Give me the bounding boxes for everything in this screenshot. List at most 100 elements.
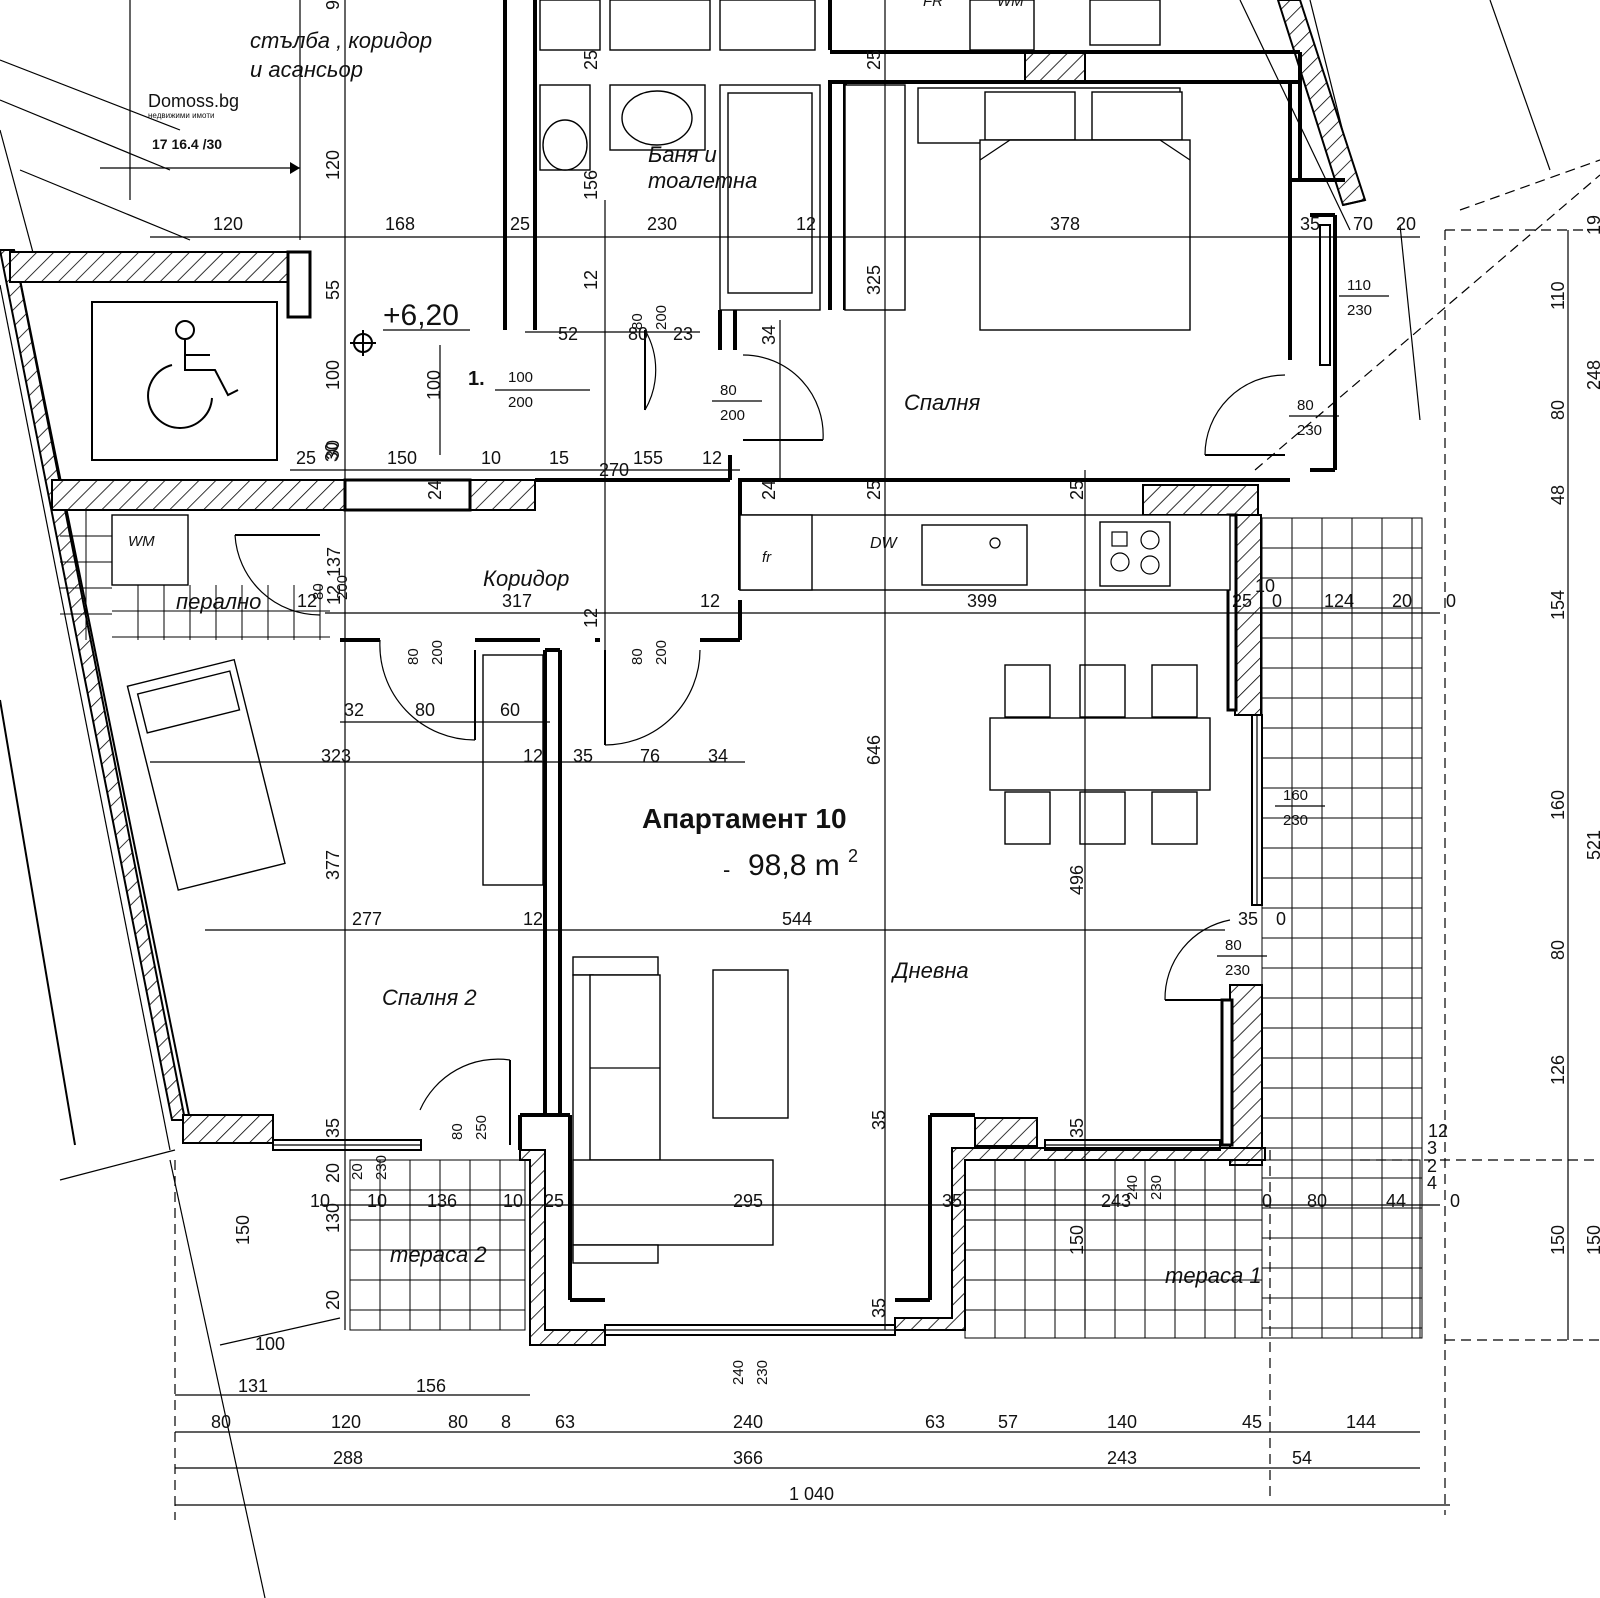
opening-height-11: 230	[754, 1360, 771, 1385]
dim-h-71: 54	[1292, 1448, 1312, 1468]
marker-height: 200	[508, 394, 533, 411]
dim-v-10: 25	[581, 50, 601, 70]
header-note-line1: стълба , коридор	[250, 28, 432, 53]
dim-h-18: 12	[702, 448, 722, 468]
dim-h-29: 32	[344, 700, 364, 720]
dim-v-18: 12	[324, 585, 344, 605]
opening-height-6: 200	[334, 575, 351, 600]
dimension-lines	[100, 0, 1600, 1520]
dim-h-5: 378	[1050, 214, 1080, 234]
dim-h-57: 80	[211, 1412, 231, 1432]
dim-v-4: 100	[424, 370, 444, 400]
room-living: Дневна	[890, 958, 969, 983]
dim-h-31: 60	[500, 700, 520, 720]
dim-v-24: 35	[1067, 1118, 1087, 1138]
terrace-grid	[349, 517, 1423, 1339]
dim-h-15: 15	[549, 448, 569, 468]
dim-v-20: 646	[864, 735, 884, 765]
area-dash: -	[723, 857, 730, 882]
room-corridor: Коридор	[483, 566, 569, 591]
dim-h-66: 45	[1242, 1412, 1262, 1432]
dim-v-34: 80	[1548, 400, 1568, 420]
dim-h-41: 0	[1276, 909, 1286, 929]
hob-icon	[1110, 530, 1160, 575]
dim-h-75: 2	[1427, 1156, 1437, 1176]
dim-h-56: 156	[416, 1376, 446, 1396]
opening-width-4: 80	[405, 648, 422, 665]
dim-v-35: 48	[1548, 485, 1568, 505]
dim-h-2: 25	[510, 214, 530, 234]
dim-h-47: 295	[733, 1191, 763, 1211]
opening-width-11: 240	[730, 1360, 747, 1385]
dim-h-33: 12	[523, 746, 543, 766]
apartment-area-exp: 2	[848, 846, 858, 866]
dim-v-37: 160	[1548, 790, 1568, 820]
header-note-line2: и асансьор	[250, 57, 363, 82]
windows	[272, 224, 1331, 1336]
room-bedroom: Спалня	[904, 390, 980, 415]
appliance-wm: WM	[128, 533, 155, 550]
appliance-fr-top: FR	[923, 0, 943, 10]
marker-width: 100	[508, 369, 533, 386]
opening-width-10: 20	[349, 1163, 366, 1180]
sink-icon	[989, 537, 1001, 549]
opening-height-0: 200	[720, 407, 745, 424]
opening-height-1: 200	[653, 305, 670, 330]
dim-v-6: 24	[425, 480, 445, 500]
dim-h-55: 131	[238, 1376, 268, 1396]
dim-v-11: 156	[581, 170, 601, 200]
opening-width-2: 80	[1297, 397, 1314, 414]
dim-v-30: 150	[233, 1215, 253, 1245]
dim-h-21: 12	[700, 591, 720, 611]
dim-v-23: 35	[323, 1118, 343, 1138]
dim-h-28: 10	[1255, 576, 1275, 596]
walls	[9, 0, 1345, 1346]
apartment-name: Апартамент 10	[642, 803, 847, 834]
dim-h-74: 3	[1427, 1138, 1437, 1158]
dim-h-20: 317	[502, 591, 532, 611]
elevation-marker-icon	[350, 330, 376, 356]
stair-code: 17 16.4 /30	[152, 136, 222, 152]
appliance-wm-top: WM	[997, 0, 1024, 10]
dim-h-54: 100	[255, 1334, 285, 1354]
dim-h-62: 240	[733, 1412, 763, 1432]
dim-h-8: 20	[1396, 214, 1416, 234]
room-bath-line2: тоалетна	[648, 168, 757, 193]
opening-height-3: 230	[1347, 302, 1372, 319]
dim-h-0: 120	[213, 214, 243, 234]
room-bath: Баня и	[648, 142, 717, 167]
dim-v-29: 20	[323, 1290, 343, 1310]
room-labels: Баня и тоалетна Спалня Коридор перално С…	[176, 142, 1262, 1288]
opening-width-6: 80	[310, 583, 327, 600]
dim-h-35: 76	[640, 746, 660, 766]
dim-h-10: 80	[628, 324, 648, 344]
dim-v-36: 154	[1548, 590, 1568, 620]
dim-h-40: 35	[1238, 909, 1258, 929]
dim-v-2: 55	[323, 280, 343, 300]
opening-height-8: 230	[1225, 962, 1250, 979]
room-terrace1: тераса 1	[1165, 1263, 1262, 1288]
opening-height-5: 200	[653, 640, 670, 665]
dim-v-21: 496	[1067, 865, 1087, 895]
dim-h-38: 12	[523, 909, 543, 929]
dim-h-44: 136	[427, 1191, 457, 1211]
dim-h-61: 63	[555, 1412, 575, 1432]
dim-h-43: 10	[367, 1191, 387, 1211]
dim-h-26: 20	[1392, 591, 1412, 611]
dim-h-49: 243	[1101, 1191, 1131, 1211]
dim-h-30: 80	[415, 700, 435, 720]
dim-h-52: 44	[1386, 1191, 1406, 1211]
furniture	[91, 0, 1231, 1264]
opening-height-10: 230	[373, 1155, 390, 1180]
dim-h-50: 0	[1262, 1191, 1272, 1211]
room-laundry: перално	[176, 589, 261, 614]
terrace-tiles	[60, 510, 1422, 1338]
dim-v-39: 80	[1548, 940, 1568, 960]
dim-v-42: 150	[1584, 1225, 1600, 1255]
marker-number: 1.	[468, 368, 485, 390]
apartment-area: 98,8 m	[748, 849, 840, 882]
opening-width-5: 80	[629, 648, 646, 665]
dim-v-1: 120	[323, 150, 343, 180]
